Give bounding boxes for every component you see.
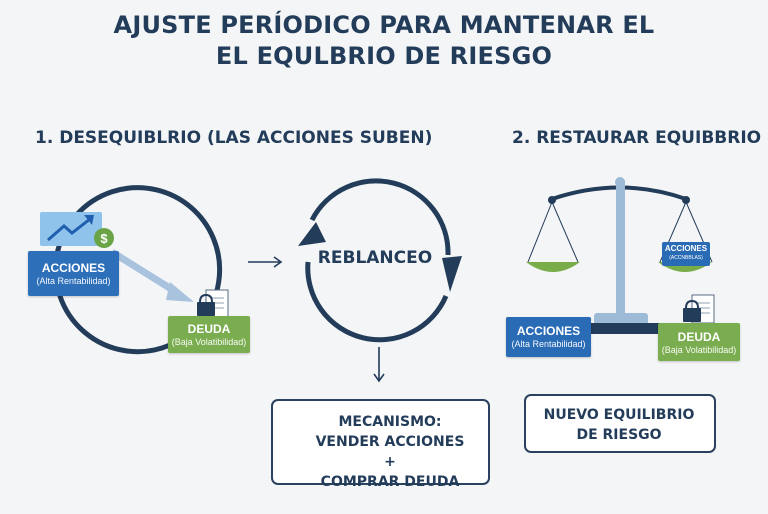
deuda-label-sub: (Baja Volatibilidad) [171, 337, 247, 347]
title-line-2: EL EQULBRIO DE RIESGO [215, 42, 553, 70]
acciones-label-2-main: ACCIONES [516, 324, 581, 338]
acciones-small-sub: (ACCNBBLAS) [669, 255, 703, 261]
acciones-label-main: ACCIONES [41, 261, 106, 275]
flow-arrow-icon [110, 249, 194, 302]
title-line-1: AJUSTE PERÍODICO PARA MANTENAR EL [113, 11, 655, 39]
page-title: AJUSTE PERÍODICO PARA MANTENAR EL EL EQU… [0, 10, 768, 72]
mecanismo-line-1: MECANISMO: [338, 414, 442, 430]
section-1-title: 1. DESEQUIBLRIO (LAS ACCIONES SUBEN) [35, 128, 433, 148]
trend-up-icon [40, 212, 102, 246]
arrow-right-icon [248, 256, 283, 268]
nuevo-equilibrio-text: NUEVO EQUILIBRIO DE RIESGO [524, 405, 714, 445]
mecanismo-line-2: VENDER ACCIONES + [315, 434, 465, 470]
mecanismo-box [271, 399, 490, 485]
nuevo-line-1: NUEVO EQUILIBRIO [543, 407, 695, 423]
lock-document-icon-2 [683, 294, 715, 324]
nuevo-line-2: DE RIESGO [576, 427, 662, 443]
deuda-label-2-main: DEUDA [677, 330, 721, 344]
section-2-title: 2. RESTAURAR EQUIBBRIO [512, 128, 762, 148]
deuda-label-2-sub: (Baja Volatibilidad) [661, 345, 737, 355]
deuda-label-main: DEUDA [187, 322, 231, 336]
rebalanceo-label: REBLANCEO [317, 248, 433, 268]
svg-text:$: $ [100, 231, 108, 246]
acciones-label-2-sub: (Alta Rentabilidad) [511, 339, 586, 349]
lock-document-icon [197, 289, 229, 319]
dollar-icon: $ [94, 228, 114, 248]
acciones-label-sub: (Alta Rentabilidad) [36, 276, 111, 286]
mecanismo-line-3: COMPRAR DEUDA [320, 474, 460, 490]
deuda-label-2: DEUDA (Baja Volatibilidad) [658, 323, 740, 361]
nuevo-equilibrio-box [524, 394, 716, 453]
circular-arrows-icon [298, 178, 462, 343]
mecanismo-text: MECANISMO: VENDER ACCIONES + COMPRAR DEU… [310, 412, 470, 492]
acciones-label: ACCIONES (Alta Rentabilidad) [28, 251, 119, 296]
acciones-label-2: ACCIONES (Alta Rentabilidad) [506, 317, 591, 357]
acciones-small-label: ACCIONES (ACCNBBLAS) [662, 242, 710, 266]
acciones-small-main: ACCIONES [664, 244, 708, 253]
arrow-down-icon [373, 347, 385, 383]
deuda-label: DEUDA (Baja Volatibilidad) [168, 316, 250, 353]
